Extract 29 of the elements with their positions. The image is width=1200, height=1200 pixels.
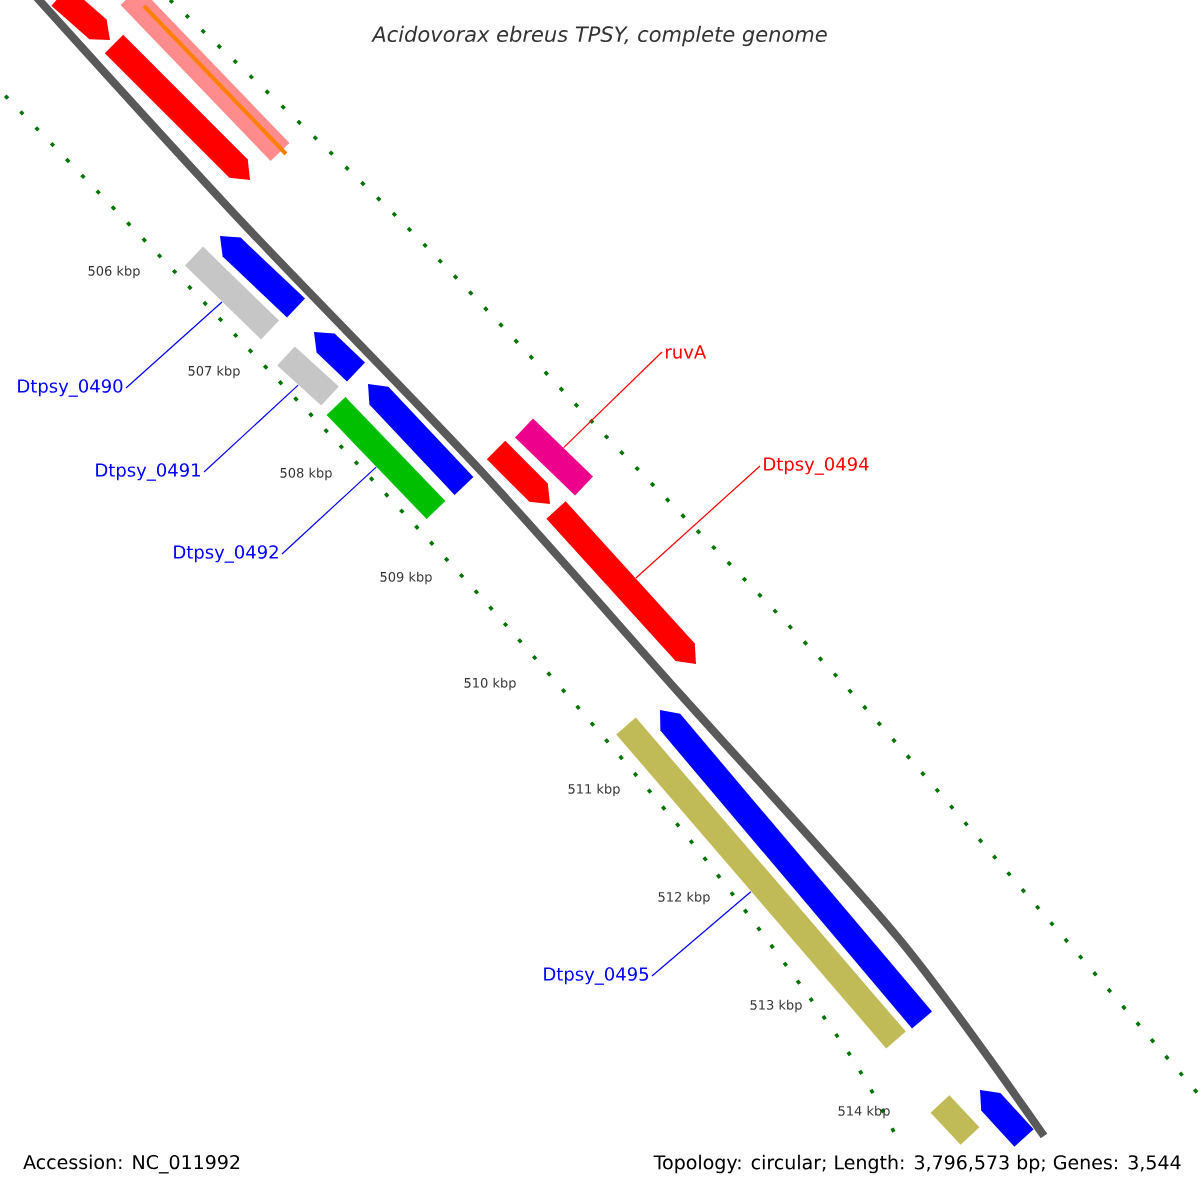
leader-line <box>635 465 761 579</box>
gene-bar <box>546 501 696 664</box>
gene-label: Dtpsy_0491 <box>96 463 200 481</box>
gene-bar <box>104 34 250 180</box>
gene-bar <box>515 418 593 496</box>
gene-label: Dtpsy_0494 <box>764 457 869 475</box>
gene-label: Dtpsy_0490 <box>18 379 123 397</box>
gene-label: Dtpsy_0492 <box>174 545 278 563</box>
gene-bar <box>368 384 474 495</box>
leader-line <box>651 891 752 977</box>
title: Acidovorax ebreus TPSY, complete genome <box>371 25 827 47</box>
gene-label: Dtpsy_0495 <box>544 967 649 985</box>
gene-bar <box>51 0 110 40</box>
gene-bar <box>980 1090 1034 1147</box>
gene-bar <box>660 710 932 1029</box>
gene-bar <box>220 236 305 318</box>
gene-bar <box>314 332 365 382</box>
footer-text: Topology: circular; Length: 3,796,573 bp; Genes: 3,544 <box>653 1154 1181 1174</box>
gene-bar <box>277 346 339 406</box>
gene-label: ruvA <box>666 345 707 359</box>
leader-line <box>281 466 377 555</box>
gene-bar <box>930 1095 980 1145</box>
leader-line <box>563 351 663 449</box>
gene-bar <box>486 440 550 504</box>
leader-line <box>203 384 299 473</box>
leader-line <box>125 301 223 389</box>
gene-bar <box>185 246 279 340</box>
gene-bar <box>120 0 290 161</box>
footer-text: Accession: NC_011992 <box>23 1154 240 1174</box>
